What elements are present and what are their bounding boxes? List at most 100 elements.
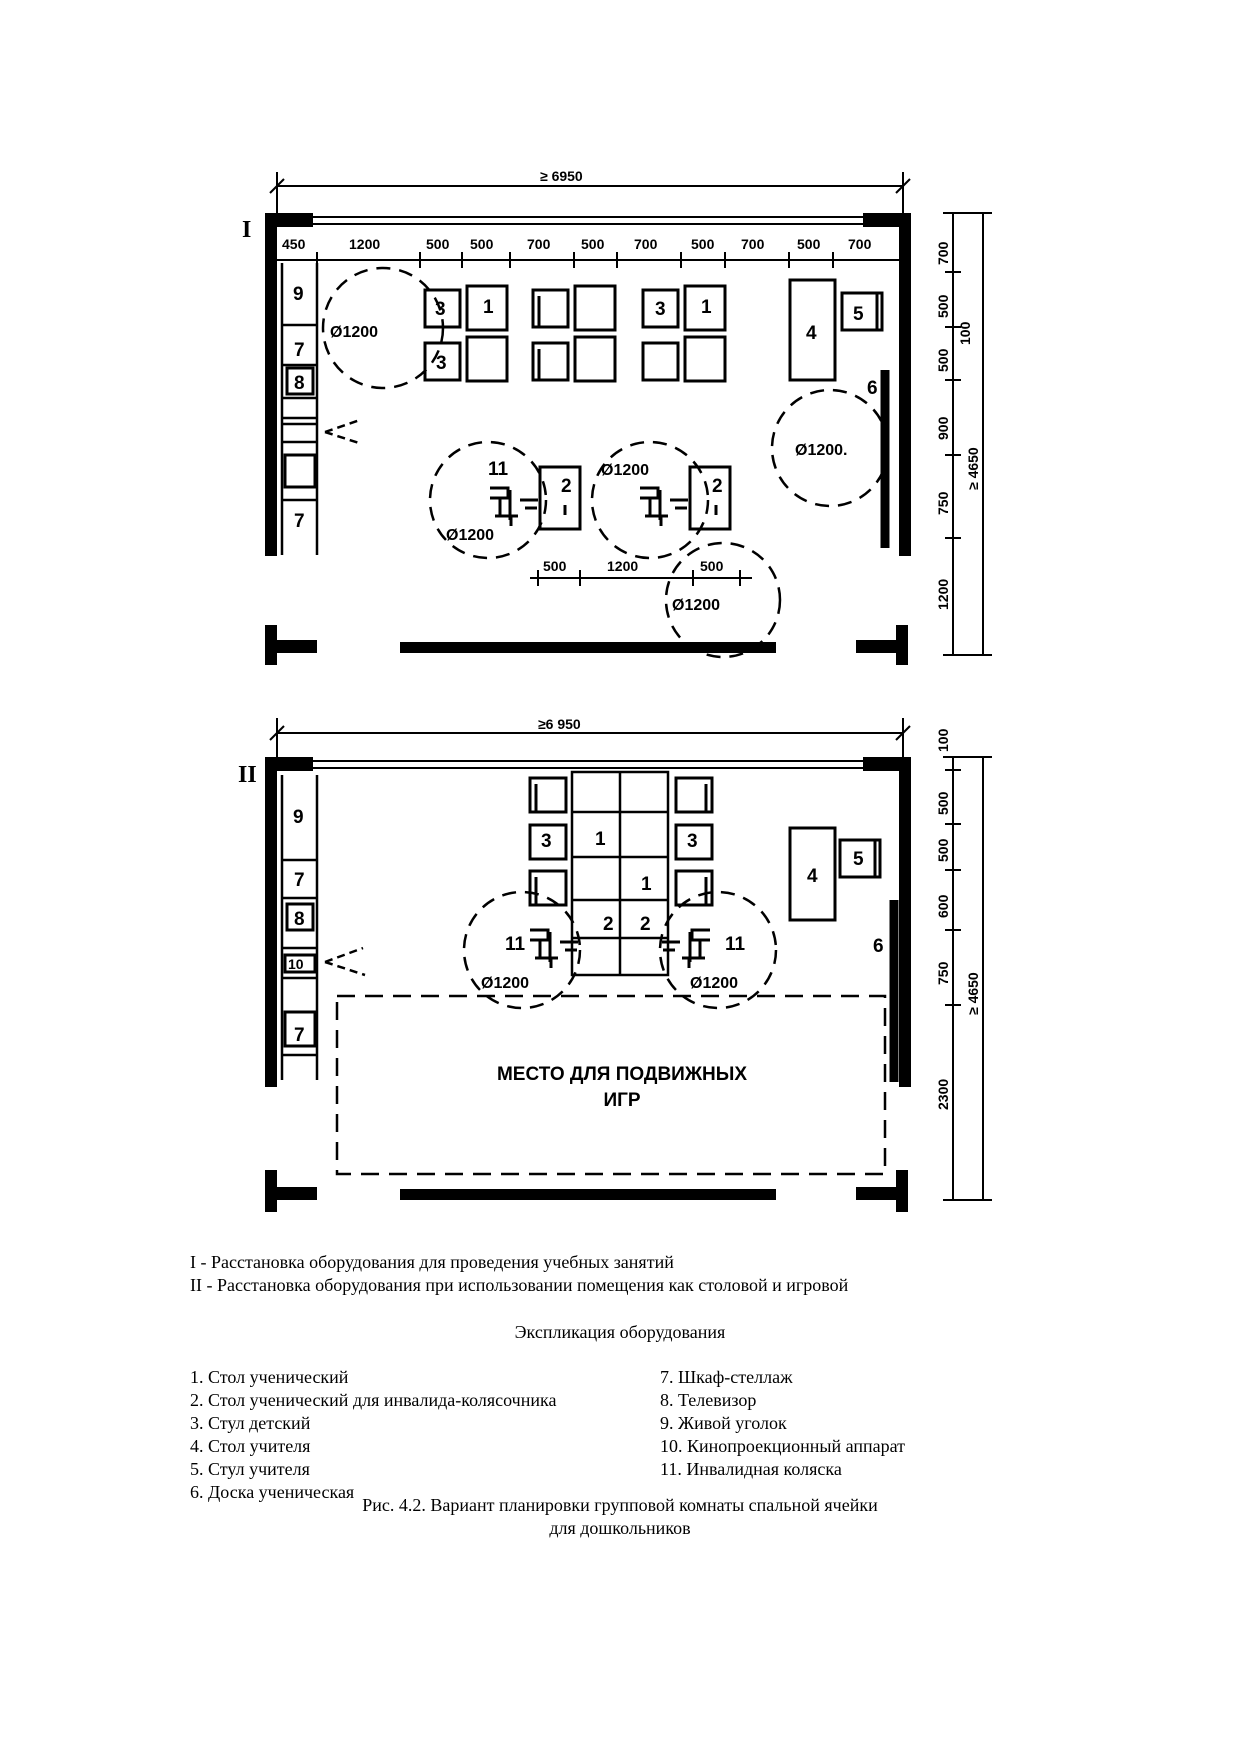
plan-2-item-11b: 11 [725,934,746,955]
plan-1-item-2a: 2 [561,476,572,497]
plan-2-item-4: 4 [807,866,818,887]
floor-plans: I ≥ 6950 [238,168,992,1212]
svg-text:500: 500 [935,348,951,372]
plan-1-item-7a: 7 [294,340,305,361]
figure-caption: Рис. 4.2. Вариант планировки групповой к… [0,1494,1240,1540]
svg-text:700: 700 [527,236,551,252]
svg-text:500: 500 [470,236,494,252]
plan-1-roman: I [242,217,251,243]
svg-text:2300: 2300 [935,1079,951,1110]
plan-2-play-area-label-2: ИГР [603,1090,640,1111]
plan-2-item-7a: 7 [294,870,305,891]
plan-1-item-11: 11 [488,459,509,480]
svg-text:900: 900 [935,416,951,440]
svg-text:100: 100 [957,321,973,345]
svg-text:500: 500 [691,236,715,252]
svg-text:1200: 1200 [607,558,638,574]
plan-1: I ≥ 6950 [242,168,992,665]
plan-1-item-1a: 1 [483,297,494,318]
plan-2-item-1a: 1 [595,829,606,850]
explication-right-column: 7. Шкаф-стеллаж 8. Телевизор 9. Живой уг… [660,1366,905,1481]
list-item: 2. Стол ученический для инвалида-колясоч… [190,1390,557,1410]
svg-text:500: 500 [797,236,821,252]
plan-1-right-dimension-chain [943,212,992,656]
plan-1-item-3b: 3 [436,353,447,374]
list-item: 3. Стул детский [190,1413,311,1433]
caption-plan-2: II - Расстановка оборудования при исполь… [190,1275,849,1295]
plan-2-item-6: 6 [873,936,884,957]
svg-text:500: 500 [935,838,951,862]
plan-1-item-5: 5 [853,304,864,325]
plan-1-top-dimension-chain [277,252,899,268]
svg-text:500: 500 [700,558,724,574]
list-item: 7. Шкаф-стеллаж [660,1367,793,1387]
svg-text:500: 500 [935,791,951,815]
plan-captions: I - Расстановка оборудования для проведе… [190,1251,848,1297]
svg-text:1200: 1200 [935,579,951,610]
plan-1-walls [265,213,911,665]
plan-1-item-3a: 3 [435,299,446,320]
plan-1-item-3c: 3 [655,299,666,320]
plan-2-play-area-label-1: МЕСТО ДЛЯ ПОДВИЖНЫХ [497,1064,747,1085]
plan-1-circle-label-c: Ø1200 [601,462,649,479]
plan-2-circle-label-a: Ø1200 [481,975,529,992]
plan-2-circle-label-b: Ø1200 [690,975,738,992]
plan-1-circle-label-e: Ø1200. [795,442,847,459]
plan-1-circle-label-d: Ø1200 [672,597,720,614]
plan-2-item-1b: 1 [641,874,652,895]
plan-2-item-5: 5 [853,849,864,870]
list-item: 4. Стол учителя [190,1436,311,1456]
svg-text:750: 750 [935,961,951,985]
plan-1-item-9: 9 [293,284,304,305]
plan-2-item-3a: 3 [541,831,552,852]
plan-2-item-2a: 2 [603,914,614,935]
plan-2-play-area [335,994,887,1176]
plan-1-overall-width: ≥ 6950 [540,168,583,184]
plan-2-item-3b: 3 [687,831,698,852]
plan-2-item-11a: 11 [505,934,526,955]
figure-caption-line-2: для дошкольников [549,1518,691,1538]
svg-text:700: 700 [935,241,951,265]
svg-text:1200: 1200 [349,236,380,252]
svg-text:700: 700 [634,236,658,252]
plan-2-left-cabinets [280,775,366,1080]
plan-2-turning-circles [462,890,778,1010]
plan-2-desks [528,770,899,1082]
plan-1-item-8: 8 [294,373,305,394]
svg-text:≥ 4650: ≥ 4650 [965,972,981,1015]
svg-text:700: 700 [741,236,765,252]
svg-text:500: 500 [581,236,605,252]
plan-1-top-dims: 450 1200 500 500 700 500 700 500 700 500… [282,236,872,252]
plan-1-item-6: 6 [867,378,878,399]
list-item: 1. Стол ученический [190,1367,349,1387]
list-item: 11. Инвалидная коляска [660,1459,842,1479]
plan-1-item-1b: 1 [701,297,712,318]
explication-title: Экспликация оборудования [514,1322,726,1342]
plan-2-right-dimension-chain [943,756,992,1201]
svg-text:600: 600 [935,894,951,918]
plan-1-circle-label-b: Ø1200 [446,527,494,544]
plan-2-item-9: 9 [293,807,304,828]
plan-1-item-7b: 7 [294,511,305,532]
svg-text:≥ 4650: ≥ 4650 [965,447,981,490]
list-item: 9. Живой уголок [660,1413,787,1433]
plan-2-overall-width: ≥6 950 [538,716,581,732]
plan-2-right-dims: 100 500 500 600 750 2300 ≥ 4650 [935,728,981,1110]
list-item: 6. Доска ученическая [190,1482,355,1502]
svg-text:450: 450 [282,236,306,252]
caption-plan-1: I - Расстановка оборудования для проведе… [190,1252,674,1272]
plan-2-item-8: 8 [294,909,305,930]
plan-1-item-4: 4 [806,323,817,344]
plan-2-item-2b: 2 [640,914,651,935]
svg-text:500: 500 [426,236,450,252]
plan-1-bottom-dimension-chain [530,570,752,586]
plan-2-item-10: 10 [288,956,304,972]
plan-1-accessible-desks [490,465,732,531]
svg-text:100: 100 [935,728,951,752]
svg-text:750: 750 [935,491,951,515]
list-item: 5. Стул учителя [190,1459,310,1479]
plan-1-right-dims: 700 500 100 500 900 750 1200 ≥ 4650 [935,241,981,610]
plan-1-item-2b: 2 [712,476,723,497]
figure-caption-line-1: Рис. 4.2. Вариант планировки групповой к… [362,1495,878,1515]
plan-1-width-dimension [269,172,911,222]
